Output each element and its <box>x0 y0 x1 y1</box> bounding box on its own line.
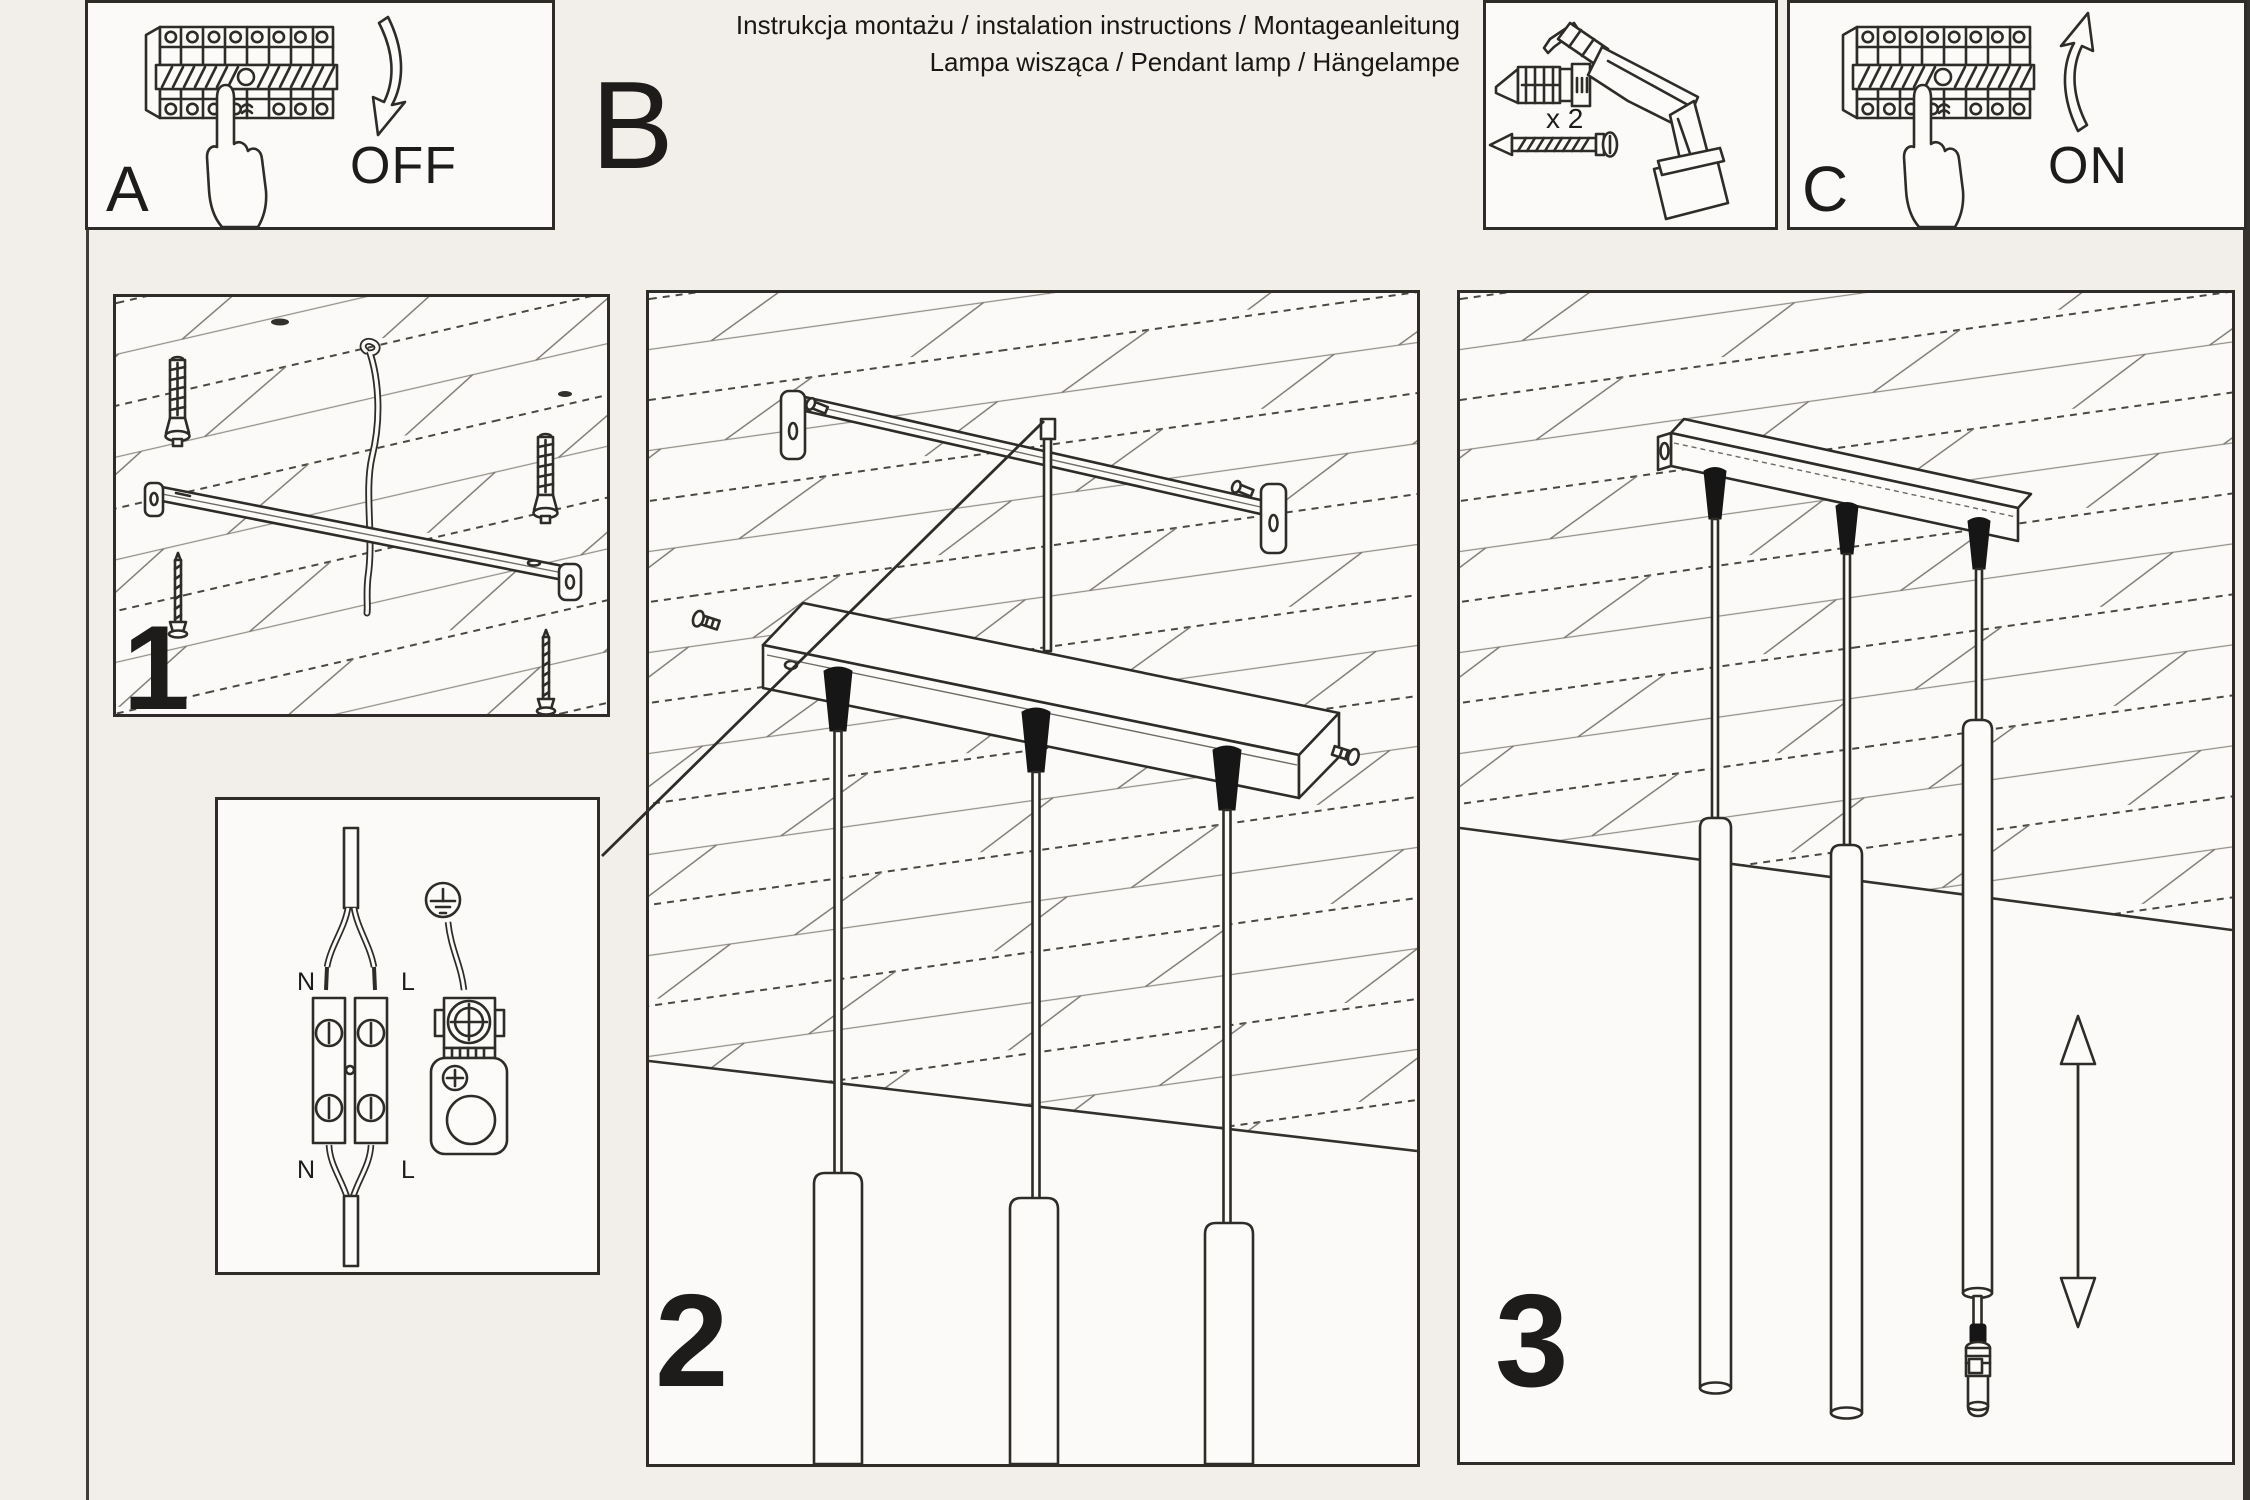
pendant-tube <box>814 1173 862 1464</box>
drill-mark <box>271 318 289 326</box>
pendant-tube <box>1205 1223 1253 1464</box>
pendant-cable <box>1033 772 1040 1200</box>
anchor-quantity-label: x 2 <box>1546 103 1584 134</box>
wiring-detail-box: N L N L <box>215 797 600 1275</box>
cable-clamp <box>1041 419 1055 439</box>
pendant-tube <box>1010 1198 1058 1464</box>
mains-cable <box>363 341 378 613</box>
cable-top <box>344 828 358 908</box>
terminal-block <box>313 998 387 1143</box>
pendant-cable <box>1976 569 1982 720</box>
pendant-cable <box>1224 810 1231 1225</box>
cord-grip <box>1836 503 1858 555</box>
arrow-down-icon <box>373 17 405 135</box>
bulb-stem <box>1974 1296 1982 1326</box>
breaker-off-illustration <box>88 3 552 227</box>
cord-grip <box>1968 518 1990 570</box>
canopy <box>1658 419 2031 541</box>
screw-icon <box>1230 480 1254 499</box>
drill-icon <box>1544 23 1728 219</box>
step-letter-c: C <box>1802 153 1849 225</box>
drill-mark <box>558 391 572 397</box>
ground-symbol-icon <box>426 883 460 917</box>
pointing-hand-icon <box>1904 85 1963 227</box>
wire-merge <box>329 1145 371 1197</box>
pendant-tube <box>1831 845 1862 1419</box>
wire-split <box>326 908 375 990</box>
terminal-label-l-bottom: L <box>401 1156 415 1184</box>
pointing-hand-icon <box>207 85 266 227</box>
step-letter-b: B <box>591 57 674 195</box>
cord-grip <box>1704 468 1726 520</box>
screw-icon <box>805 397 829 416</box>
step-panel-1: 1 <box>113 294 610 728</box>
step-number-3: 3 <box>1495 1267 1569 1414</box>
wall-plug-icon <box>1496 64 1590 106</box>
step-panel-3: 3 <box>1457 290 2235 1465</box>
terminal-label-n-top: N <box>297 968 315 996</box>
step-panel-2: 2 <box>646 290 1420 1467</box>
on-label: ON <box>2048 137 2128 195</box>
document-title: Instrukcja montażu / instalation instruc… <box>560 7 1460 81</box>
cable-bottom <box>344 1196 358 1266</box>
screw-icon <box>1331 743 1361 766</box>
terminal-label-l-top: L <box>401 968 415 996</box>
ground-clamp <box>431 998 507 1154</box>
bulb-icon <box>1966 1342 1990 1416</box>
off-label: OFF <box>350 137 457 195</box>
screw-icon <box>1490 133 1617 157</box>
breaker-on-illustration <box>1790 3 2244 227</box>
page-right-edge <box>2243 0 2250 1500</box>
circuit-breaker-icon <box>146 27 337 118</box>
pendant-cable <box>1712 519 1718 818</box>
terminal-label-n-bottom: N <box>297 1156 315 1184</box>
wall-plug-icon <box>166 357 190 446</box>
pendant-tube <box>1700 818 1731 1394</box>
screw-icon <box>169 553 187 638</box>
step-number-1: 1 <box>123 601 190 735</box>
step-number-2: 2 <box>655 1267 729 1414</box>
title-line-1: Instrukcja montażu / instalation instruc… <box>735 10 1460 40</box>
ceiling-bracket <box>145 483 581 600</box>
pendant-cable <box>835 731 842 1175</box>
arrow-up-icon <box>2061 13 2093 131</box>
step-box-power-off: A OFF <box>85 0 555 230</box>
step-letter-a: A <box>106 153 149 225</box>
tools-box: x 2 <box>1483 0 1778 230</box>
cord-grip <box>1213 746 1241 810</box>
step-box-power-on: C ON <box>1787 0 2247 230</box>
title-line-2: Lampa wisząca / Pendant lamp / Hängelamp… <box>929 47 1460 77</box>
page-left-edge <box>86 0 89 1500</box>
pendant-cable <box>1844 554 1850 845</box>
suspension-cable <box>1044 439 1051 651</box>
ground-wire <box>448 922 464 990</box>
pendant-tube-with-bulb <box>1963 720 1992 1416</box>
circuit-breaker-icon <box>1843 27 2034 118</box>
up-down-arrow-icon <box>2061 1016 2095 1327</box>
